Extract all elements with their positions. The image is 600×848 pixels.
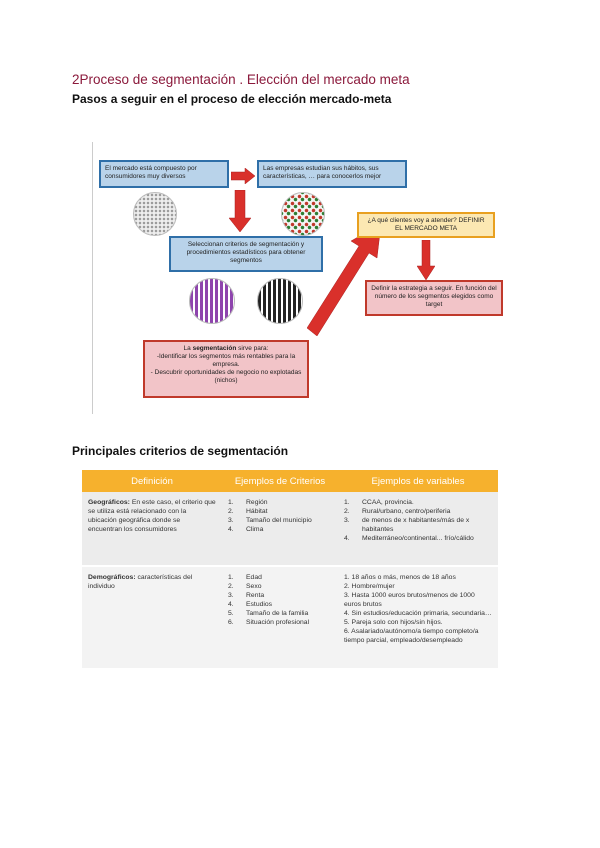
demo-criteria: 1.Edad 2.Sexo 3.Renta 4.Estudios 5.Tamañ… (222, 565, 338, 668)
header-definition: Definición (82, 470, 222, 492)
header-variables: Ejemplos de variables (338, 470, 498, 492)
segments-image-1 (189, 278, 235, 324)
geo-definition: Geográficos: En este caso, el criterio q… (82, 492, 222, 566)
arrow-down-icon (229, 190, 251, 232)
demo-variables: 1. 18 años o más, menos de 18 años 2. Ho… (338, 565, 498, 668)
page-subtitle: Pasos a seguir en el proceso de elección… (72, 92, 392, 106)
page-title: 2Proceso de segmentación . Elección del … (72, 72, 410, 87)
geo-variables: 1.CCAA, provincia. 2.Rural/urbano, centr… (338, 492, 498, 566)
segmentation-diagram: El mercado está compuesto por consumidor… (92, 142, 508, 414)
arrow-up-right-icon (307, 224, 382, 336)
arrow-down-small-icon (417, 240, 435, 280)
arrow-right-icon (231, 168, 255, 184)
consumers-scatter-image (133, 192, 177, 236)
table-row: Geográficos: En este caso, el criterio q… (82, 492, 498, 566)
diagram-box-segmentation: La segmentación sirve para: -Identificar… (143, 340, 309, 398)
criteria-table: Definición Ejemplos de Criterios Ejemplo… (82, 470, 498, 668)
diagram-box-strategy: Definir la estrategia a seguir. En funci… (365, 280, 503, 316)
header-criteria: Ejemplos de Criterios (222, 470, 338, 492)
table-row: Demográficos: características del indivi… (82, 565, 498, 668)
diagram-box-study: Las empresas estudian sus hábitos, sus c… (257, 160, 407, 188)
segments-image-2 (257, 278, 303, 324)
consumers-colored-image (281, 192, 325, 236)
diagram-box-market: El mercado está compuesto por consumidor… (99, 160, 229, 188)
criteria-title: Principales criterios de segmentación (72, 444, 289, 458)
diagram-box-criteria: Seleccionan criterios de segmentación y … (169, 236, 323, 272)
demo-definition: Demográficos: características del indivi… (82, 565, 222, 668)
diagram-box-target: ¿A qué clientes voy a atender? DEFINIR E… (357, 212, 495, 238)
geo-criteria: 1.Región 2.Hábitat 3.Tamaño del municipi… (222, 492, 338, 566)
